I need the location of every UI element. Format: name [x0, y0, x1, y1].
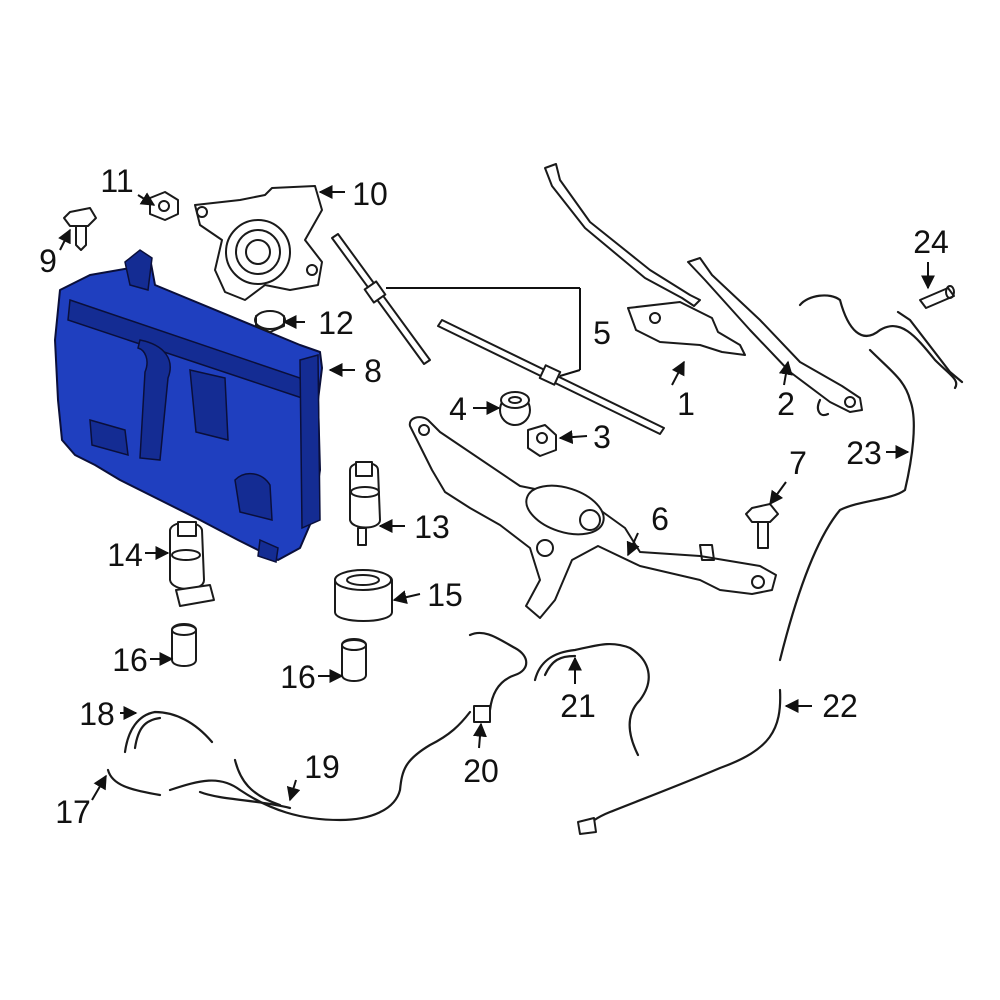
washer-hose-18[interactable]: [123, 710, 214, 754]
washer-reservoir[interactable]: [54, 249, 323, 563]
callout-5: 5: [593, 315, 611, 351]
washer-hose-17[interactable]: [106, 768, 162, 797]
washer-hose-22[interactable]: [577, 688, 782, 835]
motor-bracket-10[interactable]: [194, 185, 323, 301]
callout-21: 21: [560, 688, 596, 724]
callout-3: 3: [593, 419, 611, 455]
bolt-7[interactable]: [745, 503, 779, 549]
washer-hose-21[interactable]: [533, 642, 650, 757]
washer-pump-13[interactable]: [349, 461, 381, 546]
leader-lines: [58, 185, 935, 802]
callout-20: 20: [463, 753, 499, 789]
nut-3[interactable]: [527, 424, 557, 457]
grommet-15[interactable]: [334, 569, 393, 622]
callout-22: 22: [822, 688, 858, 724]
callout-15: 15: [427, 577, 463, 613]
callout-19: 19: [304, 749, 340, 785]
bolt-9[interactable]: [63, 207, 97, 251]
callout-labels: 1 2 3 4 5 6 7 8 9 10 11 12 13 14 15 16 1…: [39, 163, 949, 830]
callout-1: 1: [677, 386, 695, 422]
callout-23: 23: [846, 435, 882, 471]
callout-4: 4: [449, 391, 467, 427]
callout-14: 14: [107, 537, 143, 573]
washer-pump-14[interactable]: [169, 521, 215, 607]
wiper-arm-2[interactable]: [687, 257, 863, 417]
callout-17: 17: [55, 794, 91, 830]
wiper-arm-1[interactable]: [544, 163, 746, 356]
connector-24[interactable]: [919, 285, 955, 309]
callout-16b: 16: [280, 659, 316, 695]
grommet-4[interactable]: [499, 391, 531, 426]
nut-11[interactable]: [149, 191, 179, 221]
plug-16a[interactable]: [171, 623, 197, 667]
plug-16b[interactable]: [341, 638, 367, 682]
callout-9: 9: [39, 243, 57, 279]
callout-6: 6: [651, 501, 669, 537]
callout-11: 11: [100, 163, 133, 199]
callout-24: 24: [913, 224, 949, 260]
callout-12: 12: [318, 305, 354, 341]
callout-13: 13: [414, 509, 450, 545]
callout-18: 18: [79, 696, 115, 732]
callout-10: 10: [352, 176, 388, 212]
callout-7: 7: [789, 445, 807, 481]
wiper-blade-5a[interactable]: [331, 233, 431, 365]
wiper-linkage-6[interactable]: [408, 416, 777, 619]
callout-16a: 16: [112, 642, 148, 678]
wiper-blade-5b[interactable]: [437, 319, 665, 435]
washer-hose-19[interactable]: [168, 710, 472, 822]
washer-hose-23[interactable]: [778, 294, 964, 662]
callout-2: 2: [777, 386, 795, 422]
washer-hose-20[interactable]: [468, 631, 528, 723]
callout-8: 8: [364, 353, 382, 389]
